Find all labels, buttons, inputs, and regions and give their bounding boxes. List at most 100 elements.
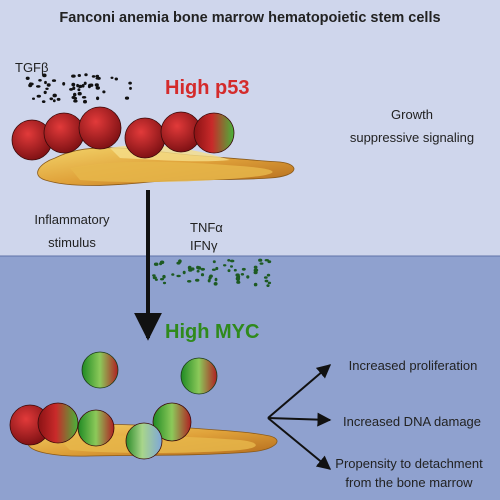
molecule-dot — [91, 75, 96, 78]
molecule-dot — [69, 88, 74, 91]
molecule-dot — [73, 92, 77, 97]
molecule-dot — [77, 74, 82, 77]
molecule-dot — [94, 83, 99, 87]
molecule-dot — [207, 279, 211, 283]
high-myc-label: High MYC — [165, 321, 259, 343]
bm-hsc-3 — [77, 409, 115, 447]
outcome-dna-damage: Increased DNA damage — [343, 414, 481, 429]
molecule-dot — [56, 97, 61, 101]
molecule-dot — [102, 90, 106, 94]
bottom-cells — [9, 402, 192, 460]
molecule-dot — [83, 99, 87, 104]
high-p53-label: High p53 — [165, 77, 249, 99]
molecule-dot — [230, 259, 235, 263]
molecule-dot — [45, 87, 49, 91]
molecule-dot — [77, 88, 81, 92]
outcome-detachment-line1: Propensity to detachment — [335, 456, 483, 471]
tgfb-label: TGFβ — [15, 60, 48, 75]
molecule-dot — [230, 265, 233, 268]
molecule-dot — [213, 282, 218, 286]
top-cells — [11, 106, 235, 161]
molecule-dot — [267, 281, 272, 285]
molecule-dot — [152, 276, 157, 280]
molecule-dot — [162, 281, 167, 285]
molecule-dot — [152, 274, 156, 277]
outcome-arrow-dna-damage — [267, 412, 332, 427]
outcome-arrow-proliferation — [267, 364, 332, 419]
molecule-dot — [240, 273, 245, 276]
molecule-dot — [191, 267, 195, 271]
bm-hsc-4 — [152, 402, 192, 442]
molecule-dot — [160, 278, 164, 281]
molecule-dot — [83, 81, 87, 86]
molecule-dot — [196, 269, 200, 273]
molecule-dot — [25, 76, 30, 81]
molecule-dot — [95, 74, 100, 78]
molecule-dot — [212, 260, 216, 264]
molecule-dot — [211, 268, 216, 271]
molecule-dot — [215, 266, 219, 271]
outcome-detachment-line2: from the bone marrow — [345, 475, 473, 490]
molecule-dot — [71, 74, 76, 78]
molecule-dot — [153, 262, 159, 266]
molecule-dot — [81, 96, 87, 99]
molecule-dot — [96, 96, 100, 101]
molecule-dot — [129, 86, 132, 90]
molecule-dot — [49, 97, 54, 101]
molecule-dot — [43, 90, 47, 95]
molecule-dot — [263, 276, 268, 279]
molecule-dot — [159, 260, 165, 265]
molecule-dot — [227, 259, 231, 262]
molecule-dot — [51, 79, 57, 82]
molecule-dot — [52, 93, 57, 98]
molecule-dot — [223, 264, 227, 267]
molecule-dot — [78, 84, 83, 89]
ifn-gamma-label: IFNγ — [190, 238, 218, 253]
molecule-dot — [267, 260, 272, 264]
molecule-dot — [176, 274, 181, 278]
molecule-dot — [266, 273, 271, 277]
molecule-dot — [36, 85, 41, 88]
molecule-dot — [73, 99, 78, 103]
molecule-dot — [114, 77, 119, 81]
molecule-dot — [154, 278, 158, 281]
molecule-dot — [87, 84, 91, 89]
molecule-dot — [178, 259, 182, 264]
molecule-dot — [42, 73, 46, 77]
growth-suppressive-label-line1: Growth — [391, 107, 433, 122]
molecule-dot — [46, 83, 51, 87]
bm-hsc-2 — [37, 402, 79, 444]
molecule-dot — [264, 279, 269, 283]
molecule-dot — [182, 270, 186, 275]
molecule-dot — [227, 269, 231, 273]
molecule-dot — [253, 270, 258, 275]
hsc-red-3 — [78, 106, 122, 150]
molecule-dot — [84, 73, 88, 77]
stimulus-label-line2: stimulus — [48, 235, 96, 250]
molecule-dot — [236, 280, 241, 284]
molecule-dot — [124, 96, 130, 100]
molecule-dot — [44, 80, 47, 85]
bm-hsc-5 — [125, 422, 163, 460]
molecule-dot — [200, 273, 205, 277]
molecule-dot — [128, 81, 132, 85]
outcome-arrow-detachment — [267, 417, 332, 470]
molecule-dot — [95, 86, 101, 90]
molecule-dot — [214, 277, 218, 282]
molecule-dot — [187, 280, 192, 283]
detached-hsc-1 — [81, 351, 119, 389]
detached-hsc-2 — [180, 357, 218, 395]
molecule-dot — [71, 82, 76, 87]
hsc-red-green-6 — [193, 112, 235, 154]
outcome-proliferation: Increased proliferation — [349, 358, 478, 373]
molecule-dot — [200, 267, 205, 271]
inflammatory-cytokine-molecules — [152, 258, 272, 287]
tnf-alpha-label: TNFα — [190, 220, 223, 235]
molecule-dot — [162, 274, 166, 279]
molecule-dot — [196, 265, 200, 270]
molecule-dot — [28, 82, 33, 87]
molecule-dot — [38, 79, 42, 82]
molecule-dot — [266, 284, 270, 287]
